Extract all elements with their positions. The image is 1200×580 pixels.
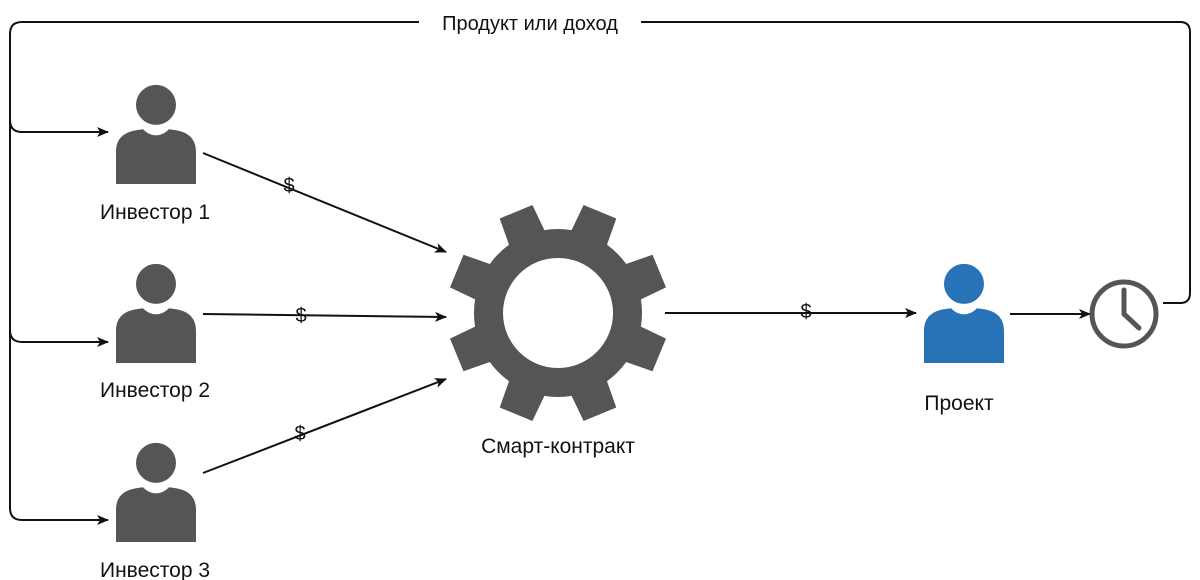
investor-1-label: Инвестор 1: [100, 201, 210, 224]
flow-investor-3-to-contract: [202, 378, 447, 474]
investor-2: Инвестор 2: [100, 263, 210, 402]
flow-label-contract-to-project: $: [800, 301, 811, 323]
person-icon: [116, 442, 196, 542]
investor-3: Инвестор 3: [100, 442, 210, 580]
return-branch-investor-1: [9, 119, 109, 137]
investor-2-label: Инвестор 2: [100, 379, 210, 402]
flow-label-investor-3: $: [294, 423, 305, 445]
project: Проект: [924, 263, 1004, 415]
flow-label-investor-2: $: [295, 305, 306, 327]
gear-shape: [450, 205, 666, 421]
smart-contract: Смарт-контракт: [450, 205, 666, 458]
smart-contract-label: Смарт-контракт: [481, 435, 635, 458]
flow-investor-1-to-contract: [202, 152, 447, 253]
return-loop-label: Продукт или доход: [442, 13, 618, 35]
person-icon: [116, 84, 196, 184]
person-icon: [924, 263, 1004, 363]
clock-icon: [1089, 279, 1159, 349]
flow-investor-2-to-contract: [202, 311, 447, 322]
gear-icon: [450, 205, 666, 421]
investor-1: Инвестор 1: [100, 84, 210, 224]
return-branch-investor-2: [9, 329, 109, 347]
project-label: Проект: [924, 392, 994, 415]
person-icon: [116, 263, 196, 363]
return-loop-line: [9, 21, 1191, 520]
flow-label-investor-1: $: [283, 175, 294, 197]
investor-3-label: Инвестор 3: [100, 559, 210, 580]
